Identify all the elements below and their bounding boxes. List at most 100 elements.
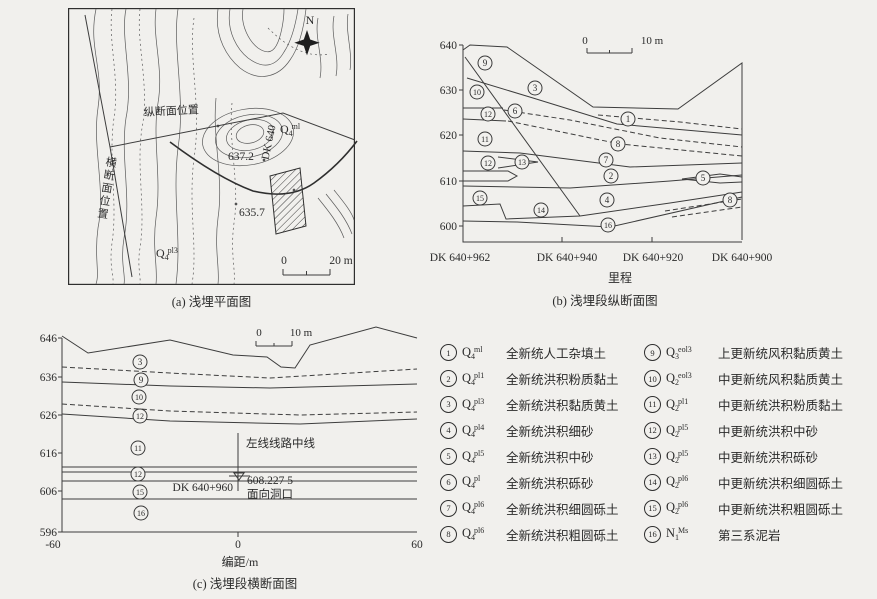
- svg-text:8: 8: [728, 195, 733, 205]
- caption-panel-b: (b) 浅埋段纵断面图: [552, 293, 657, 308]
- legend-description: 中更新统洪积砾砂: [718, 451, 819, 465]
- legend-formula: Q3eol3: [666, 344, 692, 361]
- legend-number: 9: [650, 347, 655, 358]
- legend-number: 16: [648, 528, 657, 539]
- legend-number-badge: 1: [440, 344, 457, 362]
- legend-number-badge: 14: [644, 473, 661, 491]
- x-tick: DK 640+920: [623, 252, 684, 264]
- stratum-marker: 16: [133, 505, 149, 521]
- legend-formula: Q4ml: [462, 344, 483, 361]
- x-tick: DK 640+962: [430, 252, 491, 264]
- axes: [459, 44, 742, 243]
- contour-lines: [93, 8, 355, 285]
- legend-number-badge: 5: [440, 448, 457, 465]
- x-axis-labels: DK 640+962 DK 640+940 DK 640+920 DK 640+…: [430, 252, 773, 264]
- chainage-label: DK 640+960: [173, 482, 234, 494]
- legend-number: 10: [648, 373, 657, 384]
- stratum-markers: 3 9 10 12 11 12 15 16: [130, 354, 149, 521]
- x-tick: DK 640+940: [537, 252, 598, 264]
- legend-number-badge: 6: [440, 473, 457, 491]
- map-frame: [68, 8, 355, 285]
- unit-sub: 4: [164, 253, 169, 262]
- legend-item: 10 Q2eol3 中更新统风积黏质黄土: [644, 366, 877, 392]
- svg-text:11: 11: [134, 444, 142, 453]
- legend-number-badge: 9: [644, 344, 661, 362]
- stratum-marker: 9: [477, 55, 493, 71]
- longitudinal-section-line: [109, 112, 356, 148]
- caption-panel-c: (c) 浅埋段横断面图: [193, 576, 298, 591]
- svg-text:4: 4: [605, 195, 610, 205]
- stratum-marker: 12: [130, 466, 146, 482]
- legend-number-badge: 4: [440, 422, 457, 440]
- svg-text:7: 7: [604, 155, 609, 165]
- legend-description: 全新统洪积砾砂: [506, 476, 594, 491]
- y-tick: 646: [40, 333, 58, 345]
- legend-description: 中更新统洪积细圆砾土: [718, 476, 844, 491]
- svg-text:5: 5: [701, 173, 706, 183]
- legend-formula: Q2pl1: [666, 396, 689, 413]
- stratum-marker: 15: [472, 190, 488, 206]
- legend-description: 第三系泥岩: [718, 528, 781, 543]
- elevation-value: 608.227 5: [247, 475, 293, 487]
- y-tick: 616: [40, 448, 58, 460]
- scale-zero: 0: [256, 327, 262, 339]
- spot-elevation-2: 635.7: [239, 207, 265, 219]
- stratum-marker: 16: [600, 217, 616, 233]
- elevation-mark-icon: [229, 472, 250, 481]
- legend-formula: Q2eol3: [666, 370, 692, 387]
- hatched-area: [269, 167, 307, 235]
- axes: [58, 337, 417, 537]
- legend-number: 8: [446, 528, 451, 539]
- stratum-marker: 5: [695, 170, 711, 186]
- plan-map-drawing: N 纵断面位置 DK 640 637.2 635.7 0 20 m: [68, 8, 358, 285]
- stratum-marker: 15: [132, 484, 148, 500]
- stratum-marker: 13: [514, 154, 530, 170]
- svg-text:3: 3: [533, 83, 538, 93]
- svg-text:12: 12: [484, 110, 492, 119]
- legend-number-badge: 8: [440, 525, 457, 543]
- svg-text:6: 6: [513, 106, 518, 116]
- unit-sup: ml: [291, 122, 301, 131]
- legend-number: 11: [648, 399, 657, 410]
- stratum-markers: 9 3 10 12 6 1 11 8 12 13 7 2 5 15 4 14 1…: [469, 55, 738, 233]
- unit-label-q4pl3: Q4pl3: [156, 246, 178, 262]
- svg-text:9: 9: [483, 58, 488, 68]
- legend-description: 中更新统风积黏质黄土: [718, 373, 844, 388]
- legend-number: 4: [446, 425, 451, 436]
- legend-formula: Q2pl6: [666, 500, 689, 517]
- scale-max: 10 m: [290, 327, 313, 339]
- y-tick: 636: [40, 372, 58, 384]
- legend-formula: Q4pl6: [462, 500, 485, 517]
- stratum-marker: 12: [480, 106, 496, 122]
- svg-text:8: 8: [616, 139, 621, 149]
- stratum-marker: 12: [480, 155, 496, 171]
- legend-number-badge: 15: [644, 499, 661, 517]
- legend-description: 上更新统风积黏质黄土: [718, 347, 844, 362]
- section-scale-bar: 0 10 m: [255, 327, 313, 347]
- legend-number-badge: 13: [644, 448, 661, 465]
- stratum-marker: 8: [610, 136, 626, 152]
- stratum-marker: 4: [599, 192, 615, 208]
- scale-max: 10 m: [641, 35, 664, 47]
- legend-number: 3: [446, 399, 451, 410]
- facing-portal-label: 面向洞口: [247, 487, 293, 501]
- scale-zero: 0: [281, 255, 287, 267]
- y-tick: 626: [40, 410, 58, 422]
- ground-surface-line: [61, 326, 418, 369]
- stratum-marker: 9: [133, 372, 149, 388]
- legend-number-badge: 16: [644, 525, 661, 543]
- svg-text:13: 13: [518, 158, 526, 167]
- unit-base: Q: [156, 246, 165, 260]
- svg-text:11: 11: [481, 135, 489, 144]
- caption-panel-a: (a) 浅埋平面图: [171, 295, 252, 309]
